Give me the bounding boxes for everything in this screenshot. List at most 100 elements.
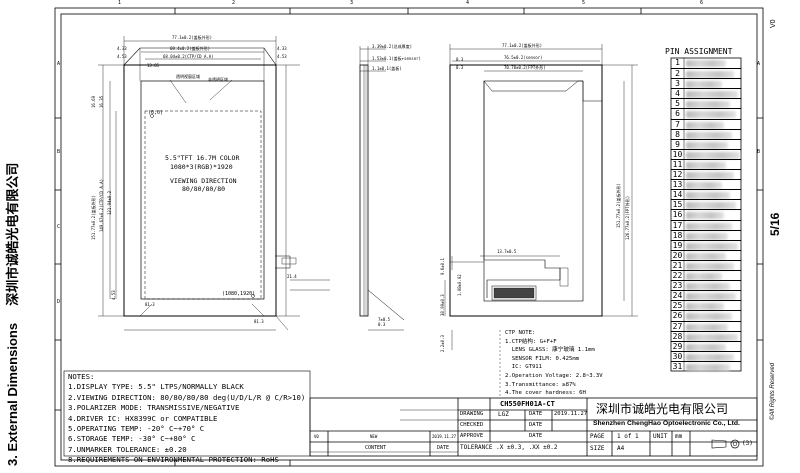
pin-number: 27 bbox=[672, 321, 683, 331]
ctp-note-title: CTP NOTE: bbox=[505, 330, 536, 336]
dim-fpc-offset-rear: 9.6±0.1 bbox=[440, 258, 445, 275]
pin-number: 25 bbox=[672, 301, 683, 311]
date-header: DATE bbox=[437, 445, 450, 451]
pin-row: 27 bbox=[671, 320, 741, 331]
pin-signal-redacted bbox=[686, 81, 722, 89]
note-line: 3.POLARIZER MODE: TRANSMISSIVE/NEGATIVE bbox=[68, 403, 240, 413]
dim-fpc-thickness: 0.3 bbox=[378, 322, 386, 327]
pin-number: 22 bbox=[672, 271, 683, 281]
pin-number: 26 bbox=[672, 311, 683, 321]
dim-height-3: 121.94±0.2 bbox=[107, 190, 112, 215]
pin-number: 9 bbox=[675, 139, 680, 149]
dim-left-offset-2: 4.53 bbox=[117, 54, 127, 59]
pin-number: 19 bbox=[672, 240, 683, 250]
pin-number: 11 bbox=[672, 159, 683, 169]
pin-signal-redacted bbox=[686, 262, 734, 270]
dim-connector-pitch: 1.08±0.02 bbox=[457, 274, 462, 296]
pin-number: 29 bbox=[672, 341, 683, 351]
section-title: 3. External Dimensions bbox=[5, 322, 20, 466]
pin-signal-redacted bbox=[686, 242, 738, 250]
pin-number: 1 bbox=[675, 58, 680, 67]
grid-mark-6: 6 bbox=[700, 0, 704, 6]
pin-signal-redacted bbox=[686, 71, 734, 79]
pin-signal-redacted bbox=[686, 182, 722, 190]
pin-row: 16 bbox=[671, 209, 741, 220]
pin-number: 30 bbox=[672, 351, 683, 361]
version-label: V0 bbox=[770, 19, 777, 28]
pin-number: 8 bbox=[675, 129, 680, 139]
pin-row: 12 bbox=[671, 169, 741, 180]
pin-signal-redacted bbox=[686, 111, 736, 119]
pin-number: 21 bbox=[672, 260, 683, 270]
dim-rear-cover-width: 77.1±0.2(盖板外形) bbox=[502, 43, 543, 48]
grid-mark-3: 3 bbox=[350, 0, 354, 6]
dim-bottom-offset: 4.53 bbox=[111, 290, 116, 300]
company-name-cn: 深圳市诚皓光电有限公司 bbox=[596, 402, 729, 416]
grid-mark-1: 1 bbox=[118, 0, 122, 6]
dim-cover-width: 77.1±0.2(盖板外形) bbox=[172, 35, 213, 40]
dim-fpt-width: 70.78±0.2(FPT外形) bbox=[504, 65, 546, 70]
pin-signal-redacted bbox=[686, 222, 732, 230]
approve-label: APPROVE bbox=[460, 433, 484, 439]
pin-row: 31 bbox=[671, 360, 741, 371]
pin-number: 16 bbox=[672, 210, 683, 220]
ctp-note-line: IC: GT911 bbox=[505, 364, 543, 371]
dim-aa-width: 68.04±0.2(CTP/CD A.A) bbox=[163, 54, 214, 59]
dim-fpc-tail: 2.2±0.3 bbox=[440, 335, 445, 352]
dim-right-offset-2: 4.53 bbox=[277, 54, 287, 59]
pin-signal-redacted bbox=[686, 232, 728, 240]
pin-signal-redacted bbox=[686, 172, 734, 180]
pin-row: 18 bbox=[671, 229, 741, 240]
rev-content: NEW bbox=[370, 434, 378, 439]
dim-rear-left-gap: 0.3 bbox=[456, 57, 464, 62]
dim-fpt-height: 126.77±0.2(FPT外形) bbox=[625, 195, 630, 240]
size-value: A4 bbox=[617, 445, 625, 452]
pin-row: 15 bbox=[671, 199, 741, 210]
date-label: DATE bbox=[529, 411, 543, 417]
notes-title: NOTES: bbox=[68, 372, 95, 381]
pin-signal-redacted bbox=[686, 333, 738, 341]
pin-row: 22 bbox=[671, 270, 741, 281]
dim-cover-height: 151.77±0.2(盖板外形) bbox=[91, 195, 96, 240]
pin-number: 3 bbox=[675, 79, 680, 89]
content-header: CONTENT bbox=[365, 445, 387, 451]
dim-top-offset: 13.85 bbox=[147, 63, 160, 68]
ctp-note-line: LENS GLASS: 康宁玻璃 1.1mm bbox=[505, 347, 595, 354]
pin-number: 7 bbox=[675, 119, 680, 129]
pin-number: 4 bbox=[675, 89, 680, 99]
side-section-label: 3. External Dimensions 深圳市诚皓光电有限公司 bbox=[2, 163, 21, 466]
pin-row: 8 bbox=[671, 128, 741, 139]
pin-signal-redacted bbox=[686, 313, 732, 321]
pin-signal-redacted bbox=[686, 161, 726, 169]
pin-signal-redacted bbox=[686, 151, 740, 159]
drawing-label: DRAWING bbox=[460, 411, 484, 417]
pin-row: 3 bbox=[671, 78, 741, 89]
company-name-en: Shenzhen ChengHao Optoelectronic Co., Lt… bbox=[593, 420, 740, 427]
pin-row: 26 bbox=[671, 310, 741, 321]
pin-number: 15 bbox=[672, 200, 683, 210]
note-line: 7.UNMARKER TOLERANCE: ±0.20 bbox=[68, 444, 187, 454]
pin-row: 10 bbox=[671, 148, 741, 159]
pin-row: 11 bbox=[671, 158, 741, 169]
dim-fpc-length: 38.99±0.3 bbox=[440, 294, 445, 316]
grid-mark-b: B bbox=[57, 149, 61, 155]
panel-spec-line-2: 1080*3(RGB)*1920 bbox=[170, 163, 233, 171]
rev-date: 2019.11.27 bbox=[432, 434, 457, 439]
pin-signal-redacted bbox=[686, 212, 724, 220]
panel-spec-line-3: VIEWING DIRECTION bbox=[170, 177, 237, 185]
drawing-by: LGZ bbox=[498, 411, 509, 418]
pin-row: 13 bbox=[671, 179, 741, 190]
dim-total-thickness: 3.39±0.2(总成厚度) bbox=[372, 44, 413, 49]
rev-code: V0 bbox=[314, 434, 319, 439]
unit-label: UNIT bbox=[653, 433, 668, 440]
dim-fpc-bend: 7±0.5 bbox=[378, 317, 391, 322]
note-line: 6.STORAGE TEMP: -30° C~+80° C bbox=[68, 434, 196, 444]
pin-signal-redacted bbox=[686, 283, 730, 291]
pin-number: 10 bbox=[672, 149, 683, 159]
pin-number: 18 bbox=[672, 230, 683, 240]
company-name-vertical: 深圳市诚皓光电有限公司 bbox=[5, 162, 20, 306]
pin-number: 31 bbox=[672, 361, 683, 371]
pin-number: 14 bbox=[672, 190, 683, 200]
pin-signal-redacted bbox=[686, 91, 738, 99]
pin-row: 29 bbox=[671, 340, 741, 351]
